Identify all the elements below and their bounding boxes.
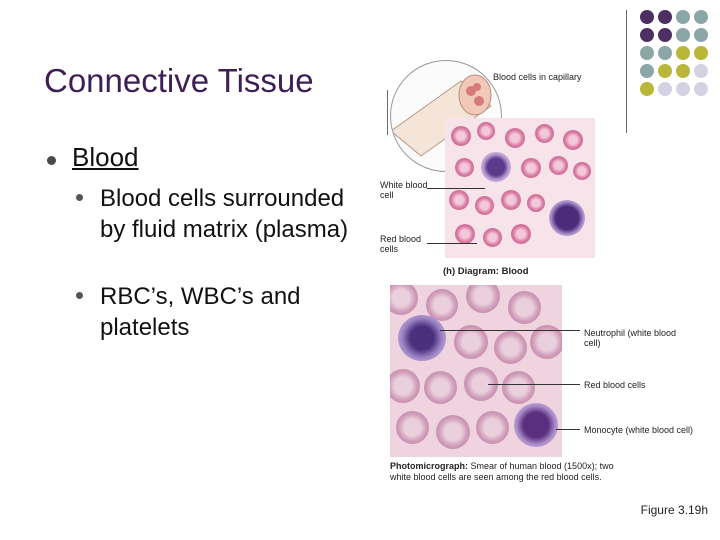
rbc-shape <box>396 411 429 444</box>
label-red-blood-cells-photo: Red blood cells <box>584 380 646 390</box>
rbc-shape <box>455 158 474 177</box>
subbullet-rbc-wbc: RBC’s, WBC’s and platelets <box>100 283 301 341</box>
figure-number: Figure 3.19h <box>640 503 708 517</box>
photomicrograph-caption: Photomicrograph: Smear of human blood (1… <box>390 461 620 482</box>
decor-dot <box>640 10 654 24</box>
decor-dot <box>676 82 690 96</box>
caption-rest: Smear of human blood (1500x); two white … <box>390 461 614 482</box>
decor-dot <box>658 82 672 96</box>
label-monocyte: Monocyte (white blood cell) <box>584 425 694 435</box>
rbc-shape <box>451 126 471 146</box>
decor-dot <box>640 46 654 60</box>
decor-dot <box>640 64 654 78</box>
decor-dot <box>640 28 654 42</box>
rbc-shape <box>466 285 500 313</box>
caption-bold: Photomicrograph: <box>390 461 468 471</box>
capillary-vessel-icon <box>391 74 492 157</box>
subbullet-dot <box>76 194 83 201</box>
decor-dot <box>694 64 708 78</box>
pointer-monocyte <box>556 429 580 430</box>
subbullet-blood-cells: Blood cells surrounded by fluid matrix (… <box>100 185 349 243</box>
rbc-shape <box>476 411 509 444</box>
wbc-shape <box>481 152 511 182</box>
decor-dot <box>676 64 690 78</box>
pointer-neutrophil <box>440 330 580 331</box>
label-red-blood-cells: Red blood cells <box>380 234 422 254</box>
bullet-blood: Blood <box>72 142 139 172</box>
capillary-diagram: Blood cells in capillary White blood cel… <box>375 48 700 280</box>
rbc-shape <box>508 291 541 324</box>
decor-dot <box>658 64 672 78</box>
rbc-shape <box>527 194 545 212</box>
rbc-shape <box>501 190 521 210</box>
rbc-shape <box>477 122 495 140</box>
diagram-caption: (h) Diagram: Blood <box>443 266 529 277</box>
rbc-shape <box>511 224 531 244</box>
photomicrograph <box>390 285 562 457</box>
rbc-shape <box>573 162 591 180</box>
bullet-dot <box>47 156 56 165</box>
rbc-shape <box>436 415 470 449</box>
pointer-wbc <box>427 188 485 189</box>
decor-dot <box>676 28 690 42</box>
pointer-red-blood-cells <box>488 384 580 385</box>
wbc-shape <box>549 200 585 236</box>
rbc-shape <box>424 371 457 404</box>
decor-dot <box>640 82 654 96</box>
rbc-shape <box>535 124 554 143</box>
label-neutrophil: Neutrophil (white blood cell) <box>584 328 677 348</box>
decor-dot <box>694 28 708 42</box>
label-blood-cells-capillary: Blood cells in capillary <box>493 72 582 82</box>
decor-dot <box>658 10 672 24</box>
rbc-shape <box>502 371 535 404</box>
decor-vertical-rule-left <box>387 90 388 135</box>
rbc-shape <box>505 128 525 148</box>
decor-dot <box>658 28 672 42</box>
slide-title: Connective Tissue <box>44 62 314 99</box>
rbc-shape <box>521 158 541 178</box>
subbullet-dot <box>76 292 83 299</box>
rbc-shape <box>494 331 527 364</box>
rbc-shape <box>549 156 568 175</box>
monocyte-shape <box>514 403 558 447</box>
pointer-rbc <box>427 243 477 244</box>
decor-dot <box>694 82 708 96</box>
neutrophil-shape <box>398 315 446 361</box>
rbc-shape <box>426 289 458 321</box>
rbc-shape <box>563 130 583 150</box>
decor-dot <box>694 46 708 60</box>
rbc-shape <box>449 190 469 210</box>
rbc-shape <box>390 369 420 403</box>
decor-dot <box>676 10 690 24</box>
rbc-shape <box>483 228 502 247</box>
label-white-blood-cell: White blood cell <box>380 180 428 200</box>
rbc-shape <box>475 196 494 215</box>
decor-dot <box>694 10 708 24</box>
blood-diagram-panel <box>445 118 595 258</box>
rbc-shape <box>390 285 418 315</box>
decor-dot-grid <box>640 10 720 110</box>
decor-dot <box>658 46 672 60</box>
decor-dot <box>676 46 690 60</box>
rbc-shape <box>455 224 475 244</box>
decor-vertical-rule <box>626 10 627 133</box>
